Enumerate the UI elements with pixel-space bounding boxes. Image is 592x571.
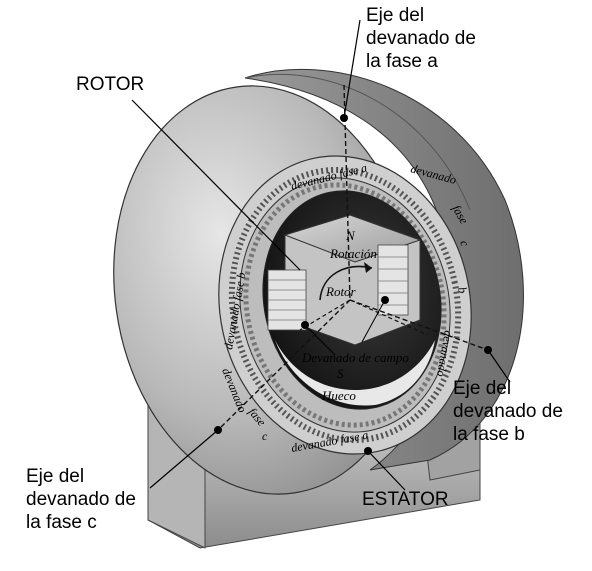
field-winding-label: Devanado de campo — [301, 350, 409, 365]
phase-b-axis-callout: Eje del devanado de la fase b — [453, 377, 563, 446]
stator-dot — [364, 447, 372, 455]
phase-c-axis-callout: Eje del devanado de la fase c — [26, 465, 136, 534]
phase-c-callout-line-3: la fase c — [26, 511, 136, 534]
phase-a-axis-callout: Eje del devanado de la fase a — [366, 4, 476, 73]
phase-b-callout-line-3: la fase b — [453, 423, 563, 446]
ring-label-c-bottom: c — [262, 429, 268, 443]
phase-a-callout-line-1: Eje del — [366, 4, 476, 27]
phase-c-callout-line-2: devanado de — [26, 488, 136, 511]
phase-c-axis-dot — [214, 426, 222, 434]
rotor-inner-label: Rotor — [325, 284, 357, 299]
south-pole-label: S — [337, 366, 344, 381]
field-coil-left — [268, 270, 306, 330]
rotation-label: Rotación — [329, 246, 377, 261]
phase-a-axis-dot — [340, 114, 348, 122]
phase-a-callout-line-3: la fase a — [366, 50, 476, 73]
phase-a-callout-line-2: devanado de — [366, 27, 476, 50]
north-pole-label: N — [345, 228, 356, 243]
phase-b-callout-line-2: devanado de — [453, 400, 563, 423]
phase-c-callout-line-1: Eje del — [26, 465, 136, 488]
phase-b-callout-line-1: Eje del — [453, 377, 563, 400]
phase-b-axis-dot — [484, 346, 492, 354]
rotor-dot-right — [381, 296, 389, 304]
rotor-callout: ROTOR — [76, 73, 144, 96]
rotor-dot-left — [301, 321, 309, 329]
gap-label: Hueco — [321, 388, 356, 403]
stator-callout: ESTATOR — [362, 488, 449, 511]
